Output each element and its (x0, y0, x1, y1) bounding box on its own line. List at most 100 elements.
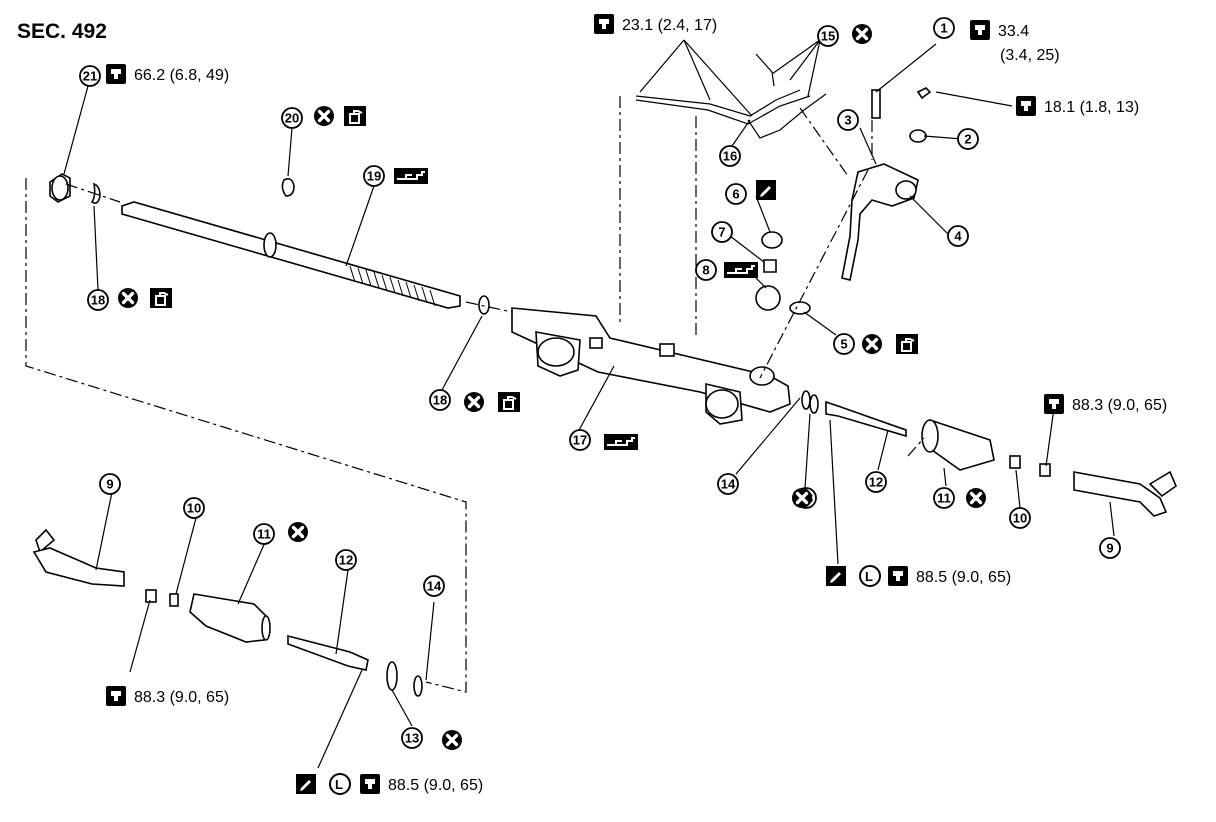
do-not-reuse-icon (440, 728, 464, 752)
callout-circle (281, 107, 303, 129)
section-title: SEC. 492 (17, 20, 107, 43)
callout-circle (99, 473, 121, 495)
nut-left-part (145, 589, 157, 603)
callout-number: 12 (869, 475, 883, 490)
callout-number: 16 (723, 149, 737, 164)
svg-text:88.5 (9.0, 65): 88.5 (9.0, 65) (916, 569, 1011, 586)
svg-text:18.1 (1.8, 13): 18.1 (1.8, 13) (1044, 99, 1139, 116)
torque-label-18-1: 18.1 (1.8, 13) (1016, 96, 1139, 116)
svg-text:88.5 (9.0, 65): 88.5 (9.0, 65) (388, 777, 483, 794)
gear-housing-17-part (511, 307, 791, 425)
snap-ring-14-right-part (801, 390, 811, 410)
callout-circle (711, 221, 733, 243)
torque-label-66-2: 66.2 (6.8, 49) (106, 64, 229, 84)
callout-circle (695, 259, 717, 281)
fluid-icon (497, 391, 521, 413)
callout-number: 14 (721, 477, 736, 492)
do-not-reuse-icon (286, 520, 310, 544)
callout-number: 11 (257, 527, 271, 542)
clamp-10-right-part (1009, 455, 1021, 469)
callout-number: 10 (1013, 511, 1027, 526)
callout-circle (719, 145, 741, 167)
callout-number: 4 (954, 229, 962, 244)
svg-text:33.4: 33.4 (998, 23, 1029, 40)
do-not-reuse-icon (964, 486, 988, 510)
callout-circle (569, 429, 591, 451)
callout-number: 19 (367, 169, 381, 184)
seal-18-right-part (478, 295, 490, 315)
tie-rod-9-right-part (1039, 463, 1177, 517)
leader-lines (63, 39, 1115, 769)
callout-circle (401, 727, 423, 749)
washer-13-left-part (386, 661, 398, 691)
callout-number: 9 (1106, 541, 1113, 556)
special-tool-icon (393, 167, 429, 185)
callout-circle (865, 471, 887, 493)
callout-number: 3 (844, 113, 851, 128)
svg-text:L: L (335, 777, 343, 792)
special-tool-icon (723, 261, 759, 279)
callout-number: 6 (732, 187, 739, 202)
grease-icon (756, 180, 776, 200)
torque-label-33-4: 33.4 (3.4, 25) (970, 20, 1060, 64)
callout-circle (717, 473, 739, 495)
o-ring-5-part (789, 301, 811, 315)
pipes-16-part (635, 53, 827, 139)
callout-circle (833, 333, 855, 355)
do-not-reuse-icon (462, 390, 486, 414)
torque-label-23-1: 23.1 (2.4, 17) (594, 14, 717, 34)
callout-number: 17 (573, 433, 587, 448)
svg-text:23.1 (2.4, 17): 23.1 (2.4, 17) (622, 17, 717, 34)
assembly-line-1 (25, 178, 467, 693)
callout-circle (183, 497, 205, 519)
do-not-reuse-icon (312, 104, 336, 128)
do-not-reuse-icon (790, 486, 814, 510)
callout-circle (957, 128, 979, 150)
callout-circle (1099, 537, 1121, 559)
callout-circle (335, 549, 357, 571)
callout-circle (253, 523, 275, 545)
callout-circle (817, 25, 839, 47)
plug-6-part (761, 231, 783, 249)
callout-number: 8 (702, 263, 709, 278)
svg-text:88.3 (9.0, 65): 88.3 (9.0, 65) (134, 689, 229, 706)
do-not-reuse-icon (850, 22, 874, 46)
bushing-21-part (49, 173, 71, 203)
snap-ring-20-part (281, 178, 295, 197)
torque-label-88-3-left: 88.3 (9.0, 65) (106, 686, 229, 706)
torque-label-88-5-left: L 88.5 (9.0, 65) (296, 773, 483, 795)
callout-number: 18 (91, 293, 105, 308)
inner-socket-12-left-part (287, 634, 369, 671)
fluid-icon (895, 333, 919, 355)
callout-number: 9 (106, 477, 113, 492)
callout-circle (363, 165, 385, 187)
callout-number: 20 (285, 111, 299, 126)
torque-label-88-5-right: L 88.5 (9.0, 65) (826, 565, 1011, 587)
retainer-8-part (755, 285, 781, 311)
callout-number: 12 (339, 553, 353, 568)
boot-11-right-part (921, 418, 995, 471)
special-tool-icon (603, 433, 639, 451)
callout-number: 14 (427, 579, 442, 594)
callout-circle (1009, 507, 1031, 529)
callout-circle (933, 487, 955, 509)
callout-number: 21 (83, 69, 97, 84)
callout-circle (79, 65, 101, 87)
callout-number: 2 (964, 132, 971, 147)
snap-ring-14-left-part (413, 675, 423, 697)
spring-7-part (763, 259, 777, 273)
fluid-icon (343, 105, 367, 127)
svg-text:66.2 (6.8, 49): 66.2 (6.8, 49) (134, 67, 229, 84)
svg-text:L: L (865, 569, 873, 584)
callout-number: 11 (937, 491, 951, 506)
callout-number: 5 (840, 337, 847, 352)
inner-socket-12-right-part (825, 400, 907, 438)
tie-rod-9-left-part (32, 528, 125, 587)
callout-number: 7 (718, 225, 725, 240)
washer-13-right-part (809, 394, 819, 414)
torque-label-88-3-right: 88.3 (9.0, 65) (1044, 394, 1167, 414)
clamp-10-left-part (169, 593, 179, 607)
callout-circle (947, 225, 969, 247)
rack-19-part (121, 201, 461, 309)
do-not-reuse-icon (116, 286, 140, 310)
